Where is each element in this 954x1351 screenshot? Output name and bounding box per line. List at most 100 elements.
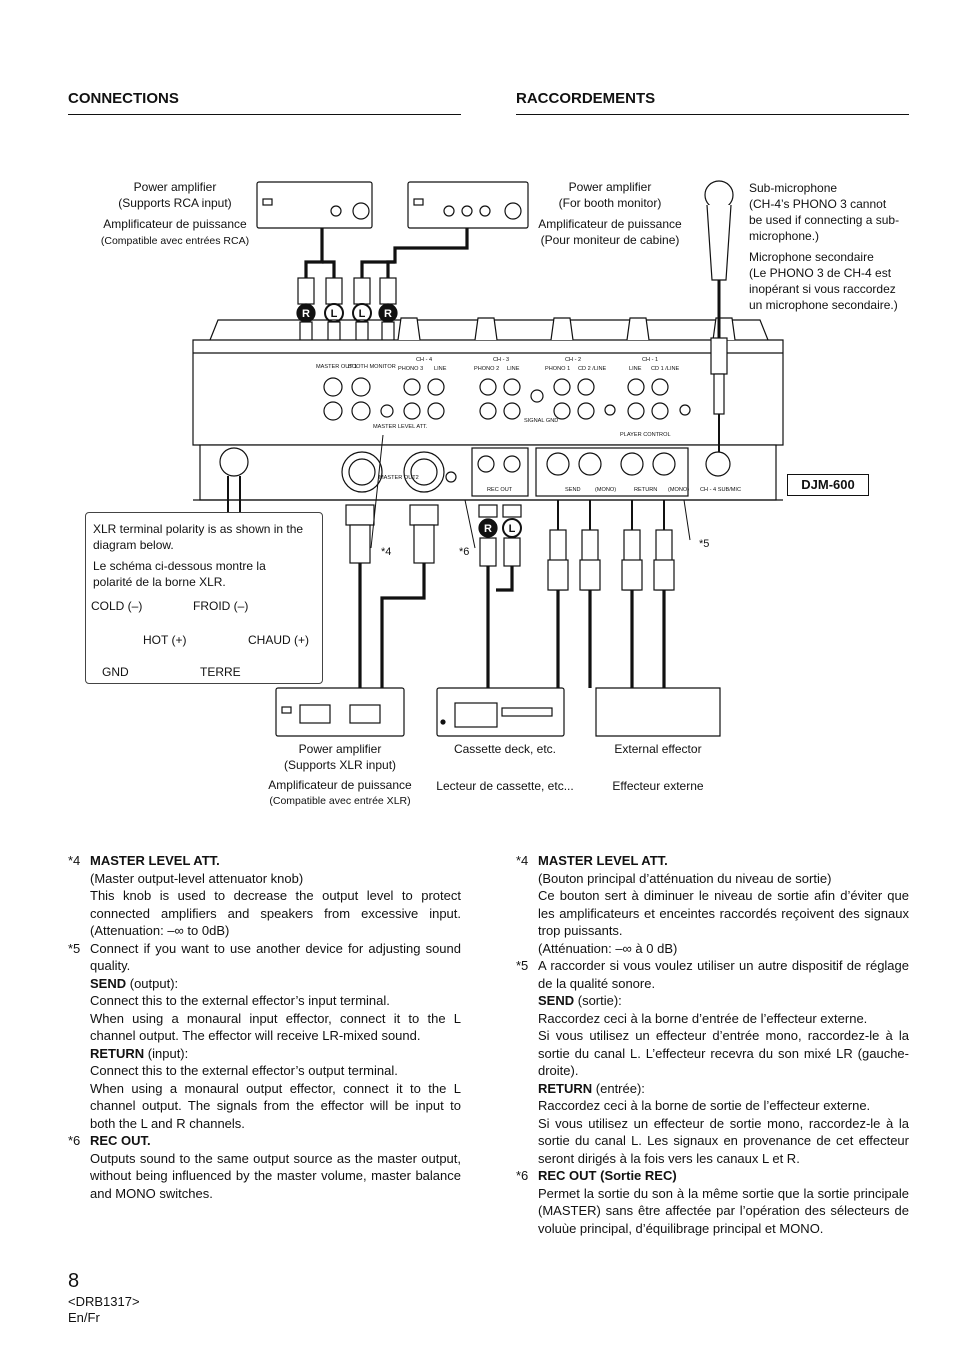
panel-phono3: PHONO 3 — [398, 366, 423, 372]
note-marker: *6 — [516, 1168, 529, 1183]
note-marker: *4 — [68, 853, 81, 868]
panel-ch1: CH - 1 — [642, 357, 658, 363]
label-froid: FROID (–) — [193, 599, 249, 613]
booth-amp-label-en: Power amplifier (For booth monitor) — [558, 180, 662, 210]
note-marker: *5 — [68, 940, 81, 956]
note-line: Permet la sortie du son à la même sortie… — [538, 1185, 909, 1236]
panel-send: SEND — [565, 487, 581, 493]
label-chaud: CHAUD (+) — [248, 633, 310, 647]
svg-text:L: L — [331, 308, 338, 320]
panel-cd1line: CD 1 /LINE — [651, 366, 680, 372]
rec-out-plugs: R L — [478, 504, 522, 567]
note-line: Si vous utilisez un effecteur de sortie … — [538, 1115, 909, 1166]
label-gnd: GND — [102, 665, 129, 679]
heading-raccordements: RACCORDEMENTS — [516, 90, 656, 107]
model-badge: DJM-600 — [787, 474, 869, 496]
panel-line-ch4: LINE — [434, 366, 447, 372]
note-title: REC OUT (Sortie REC) — [538, 1168, 677, 1183]
note-marker: *5 — [516, 958, 529, 973]
svg-text:R: R — [484, 523, 492, 535]
marker-6: *6 — [459, 546, 470, 558]
panel-master-level-att: MASTER LEVEL ATT. — [373, 424, 428, 430]
note-line: Si vous utilisez un effecteur d’entrée m… — [538, 1028, 909, 1078]
svg-text:L: L — [359, 308, 366, 320]
panel-phono1: PHONO 1 — [545, 366, 570, 372]
svg-text:R: R — [302, 308, 310, 320]
booth-amp-label-fr: Amplificateur de puissance (Pour moniteu… — [538, 217, 682, 247]
note-item: *6 REC OUT (Sortie REC) Permet la sortie d… — [516, 1167, 909, 1237]
xlr-amplifier-icon — [275, 687, 405, 737]
note-line: SEND (sortie): — [538, 993, 622, 1008]
note-line: RETURN (entrée): — [538, 1080, 645, 1096]
panel-player-control: PLAYER CONTROL — [620, 432, 671, 438]
document-code: <DRB1317> En/Fr — [68, 1294, 140, 1326]
label-terre: TERRE — [200, 665, 241, 679]
note-line: Raccordez ceci à la borne d’entrée de l’… — [538, 1010, 868, 1026]
panel-master-out2: MASTER OUT2 — [379, 475, 419, 481]
cassette-deck-icon — [436, 687, 565, 737]
panel-ch4submic: CH - 4 SUB/MIC — [700, 487, 741, 493]
xlr-plug-icon — [345, 504, 439, 564]
mixer-rear-panel — [192, 317, 784, 515]
label-cold: COLD (–) — [91, 599, 143, 613]
note-line: (Master output-level attenuator knob) — [90, 870, 304, 886]
page-number: 8 — [68, 1270, 80, 1292]
rca-amp-label-fr-sub: (Compatible avec entrées RCA) — [100, 235, 250, 247]
note-line: SEND (output): — [90, 975, 179, 991]
rca-amplifier-icon — [256, 181, 373, 229]
note-item: *4 MASTER LEVEL ATT. (Master output-level … — [68, 852, 461, 940]
panel-cd2line: CD 2 /LINE — [578, 366, 607, 372]
booth-amplifier-icon — [407, 181, 529, 229]
note-line: Connect this to the external effector’s … — [90, 1063, 398, 1078]
note-line: Outputs sound to the same output source … — [90, 1150, 461, 1201]
effector-label-fr: Effecteur externe — [612, 779, 704, 793]
note-line: Raccordez ceci à la borne de sortie de l… — [538, 1098, 871, 1113]
heading-rule-left — [68, 114, 461, 115]
note-item: *4 MASTER LEVEL ATT. (Bouton principal d’a… — [516, 852, 909, 957]
marker-4: *4 — [381, 546, 392, 558]
cassette-label-en: Cassette deck, etc. — [453, 742, 557, 756]
xlr-amp-label-fr-sub: (Compatible avec entrée XLR) — [269, 795, 411, 807]
rca-amp-label-en: Power amplifier (Supports RCA input) — [118, 180, 232, 210]
panel-master-out1: MASTER OUT 1 — [316, 364, 357, 370]
phone-plugs — [547, 500, 675, 591]
marker-5: *5 — [699, 538, 710, 550]
submic-label-en: Sub-microphone (CH-4’s PHONO 3 cannot be… — [749, 181, 900, 243]
xlr-note-fr: Le schéma ci-dessous montre la polarité … — [93, 559, 266, 589]
heading-connections: CONNECTIONS — [68, 90, 179, 107]
svg-text:L: L — [509, 523, 516, 535]
note-line: When using a monaural output effector, c… — [90, 1080, 461, 1131]
panel-ch3: CH - 3 — [493, 357, 509, 363]
note-title: MASTER LEVEL ATT. — [90, 853, 220, 868]
panel-ch2: CH - 2 — [565, 357, 581, 363]
submic-label-fr: Microphone secondaire (Le PHONO 3 de CH-… — [749, 250, 898, 312]
cassette-label-fr: Lecteur de cassette, etc... — [436, 779, 574, 793]
note-title: MASTER LEVEL ATT. — [538, 853, 668, 868]
xlr-amp-label-fr: Amplificateur de puissance — [268, 778, 412, 792]
heading-rule-right — [516, 114, 909, 115]
note-line: (Bouton principal d’atténuation du nivea… — [538, 870, 832, 886]
xlr-polarity-box: XLR terminal polarity is as shown in the… — [85, 512, 323, 684]
label-hot: HOT (+) — [143, 633, 187, 647]
note-marker: *4 — [516, 853, 529, 868]
microphone-icon — [704, 180, 734, 452]
note-line: Ce bouton sert à diminuer le niveau de s… — [538, 888, 909, 938]
note-line: When using a monaural input effector, co… — [90, 1010, 461, 1044]
notes-english: *4 MASTER LEVEL ATT. (Master output-level … — [68, 852, 461, 1202]
panel-mono-return: (MONO) — [668, 487, 689, 493]
panel-line-ch3: LINE — [507, 366, 520, 372]
panel-phono2: PHONO 2 — [474, 366, 499, 372]
connection-diagram: R L L R — [98, 180, 784, 737]
effector-label-en: External effector — [614, 742, 702, 756]
note-marker: *6 — [68, 1133, 81, 1148]
note-line: (Atténuation: –∞ à 0 dB) — [538, 940, 678, 956]
note-line: This knob is used to decrease the output… — [90, 888, 461, 938]
note-line: Connect this to the external effector’s … — [90, 993, 390, 1008]
panel-ch4: CH - 4 — [416, 357, 432, 363]
doc-code: <DRB1317> — [68, 1294, 140, 1309]
doc-language: En/Fr — [68, 1310, 100, 1325]
rca-amp-label-fr: Amplificateur de puissance — [103, 217, 247, 231]
panel-signal-gnd: SIGNAL GND — [524, 418, 558, 424]
